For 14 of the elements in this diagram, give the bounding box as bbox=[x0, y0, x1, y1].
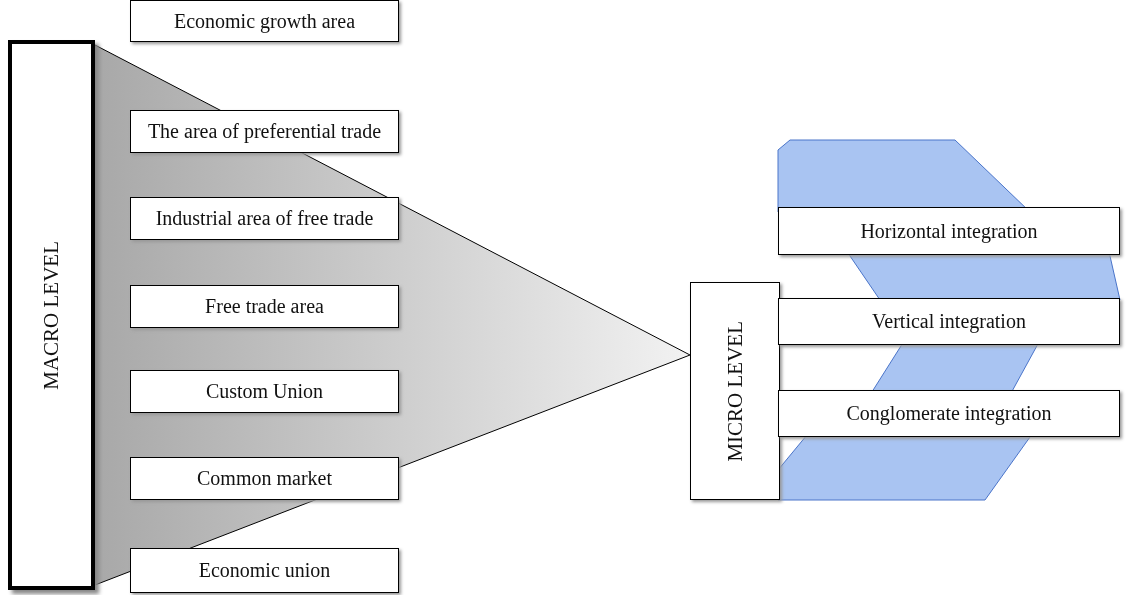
level-box bbox=[8, 40, 95, 590]
stage-box: Vertical integration bbox=[778, 298, 1120, 345]
level-label: MACRO LEVEL bbox=[39, 240, 64, 390]
stage-box: Economic growth area bbox=[130, 0, 399, 42]
stage-box: Custom Union bbox=[130, 370, 399, 413]
stage-box: Economic union bbox=[130, 548, 399, 593]
stage-box: Horizontal integration bbox=[778, 207, 1120, 255]
stage-box: Free trade area bbox=[130, 285, 399, 328]
stage-box: The area of preferential trade bbox=[130, 110, 399, 153]
stage-box: Common market bbox=[130, 457, 399, 500]
level-box bbox=[690, 282, 780, 500]
level-label: MICRO LEVEL bbox=[722, 320, 748, 462]
stage-box: Conglomerate integration bbox=[778, 390, 1120, 437]
stage-box: Industrial area of free trade bbox=[130, 197, 399, 240]
